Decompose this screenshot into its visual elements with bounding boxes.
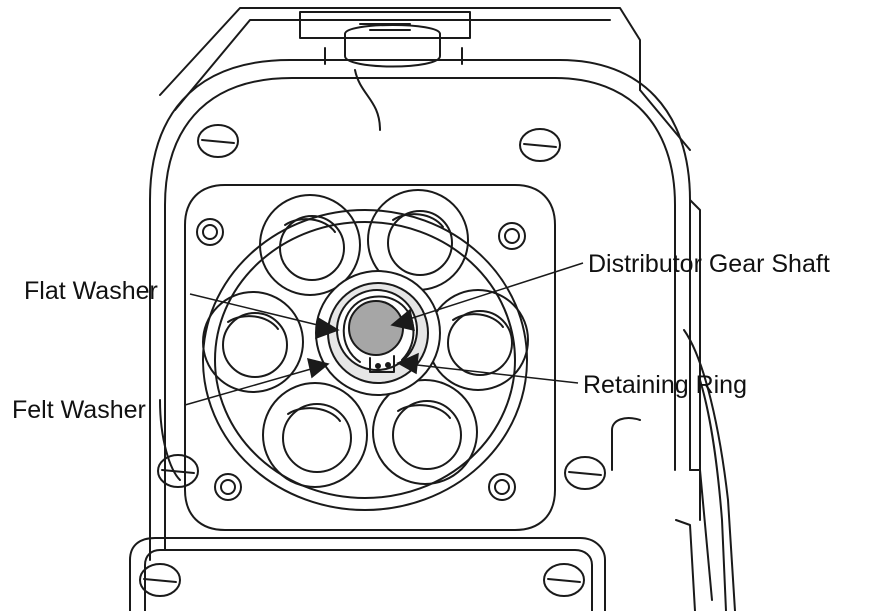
housing-screws [139, 124, 606, 597]
plate-screws [196, 218, 526, 501]
cover-plate [184, 184, 556, 531]
tower-mid-left [202, 291, 304, 393]
upper-housing [159, 7, 641, 131]
flat-washer-arrowhead [315, 316, 340, 340]
bottom-bracket [129, 537, 606, 611]
distributor-gear-shaft-shape [348, 300, 404, 356]
side-cable [675, 329, 736, 611]
distributor-gear-shaft-arrowhead [390, 308, 415, 331]
distributor-gear-shaft-leader [399, 262, 584, 323]
main-body [149, 59, 701, 561]
felt-washer-arrowhead [307, 357, 330, 379]
felt-washer-label: Felt Washer [12, 396, 146, 424]
flat-washer-label: Flat Washer [24, 277, 158, 305]
central-assembly [315, 270, 441, 396]
tower-bottom-right [372, 379, 478, 485]
felt-washer-leader [184, 366, 319, 406]
retaining-ring-label: Retaining Ring [583, 371, 747, 399]
retaining-ring-leader [407, 363, 579, 384]
leader-lines [184, 262, 584, 406]
retaining-ring-shape [342, 295, 415, 363]
distributor-gear-shaft-label: Distributor Gear Shaft [588, 250, 830, 278]
retaining-ring-arrowhead [396, 352, 419, 375]
tower-top-left [259, 194, 361, 296]
tower-bottom-left [262, 382, 368, 488]
flat-washer-leader [189, 293, 331, 329]
spark-plug-towers [202, 189, 529, 488]
